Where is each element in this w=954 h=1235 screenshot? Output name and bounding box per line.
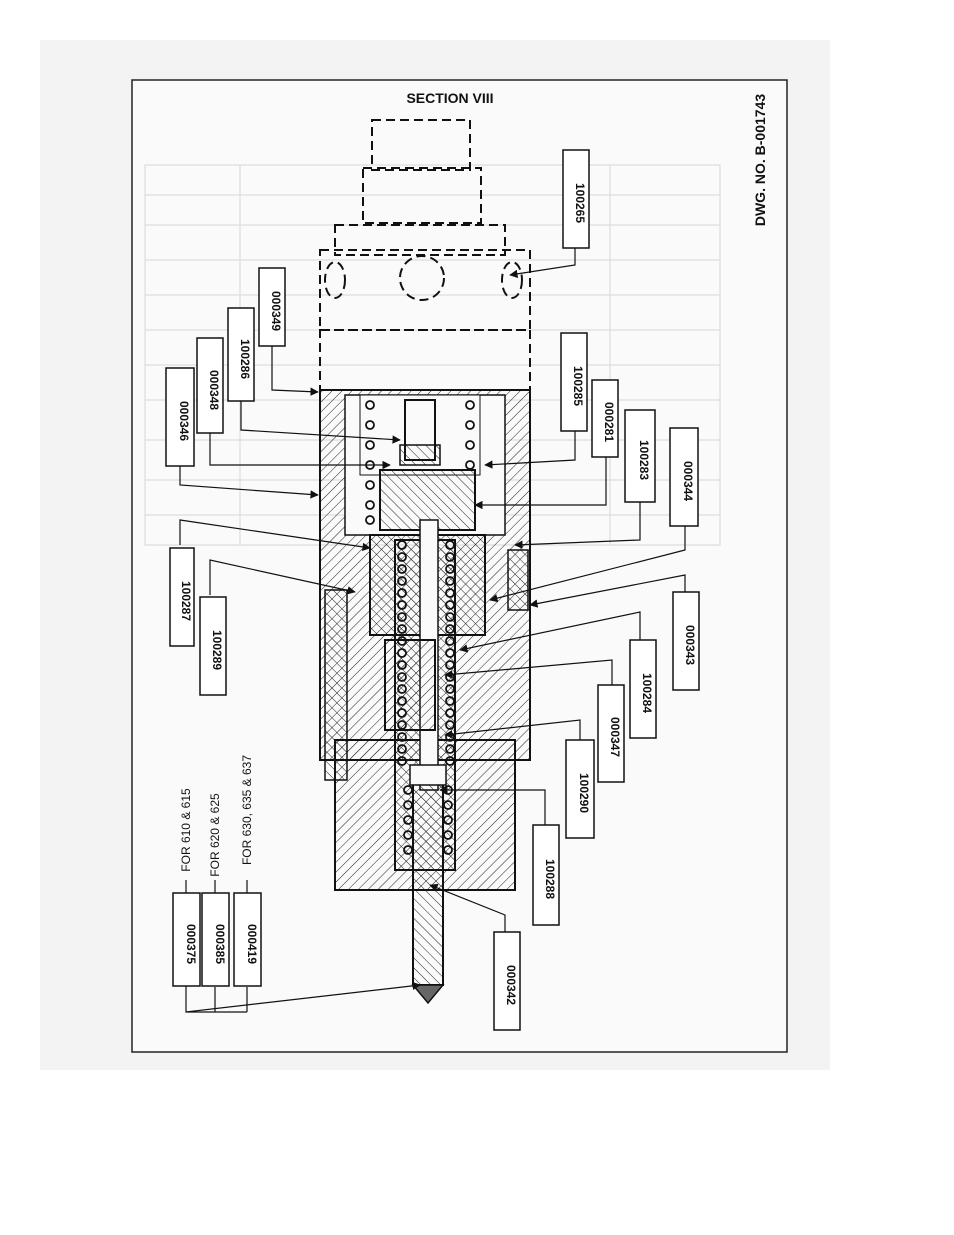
callout-label: 100265 bbox=[573, 183, 587, 223]
callout-100284: 100284 bbox=[629, 639, 657, 739]
callout-000281: 000281 bbox=[591, 379, 619, 458]
model-note-630-635-637: FOR 630, 635 & 637 bbox=[240, 755, 254, 865]
callout-label: 000385 bbox=[213, 924, 227, 964]
model-note-610-615: FOR 610 & 615 bbox=[179, 788, 193, 872]
callout-000349: 000349 bbox=[258, 267, 286, 347]
callout-label: 000419 bbox=[245, 924, 259, 964]
callout-100287: 100287 bbox=[169, 547, 195, 647]
callout-label: 100285 bbox=[571, 366, 585, 406]
model-note-620-625: FOR 620 & 625 bbox=[208, 793, 222, 877]
callout-100290: 100290 bbox=[565, 739, 595, 839]
callout-000342: 000342 bbox=[493, 931, 521, 1031]
tool-cross-section bbox=[319, 389, 531, 1005]
callout-label: 100290 bbox=[577, 773, 591, 813]
callout-label: 100283 bbox=[637, 440, 651, 480]
callout-label: 000343 bbox=[683, 625, 697, 665]
callout-label: 100286 bbox=[238, 339, 252, 379]
section-title: SECTION VIII bbox=[406, 90, 493, 106]
callout-000344: 000344 bbox=[669, 427, 699, 527]
callout-100283: 100283 bbox=[624, 409, 656, 503]
callout-label: 100287 bbox=[179, 581, 193, 621]
callout-000348: 000348 bbox=[196, 337, 224, 434]
motor-housing-dashed bbox=[319, 119, 531, 391]
callout-label: 100289 bbox=[210, 630, 224, 670]
callout-000419: 000419 bbox=[233, 892, 262, 987]
callout-label: 000344 bbox=[681, 461, 695, 501]
callout-000347: 000347 bbox=[597, 684, 625, 783]
callout-label: 000347 bbox=[608, 717, 622, 757]
spring-coils bbox=[365, 400, 475, 855]
callout-100289: 100289 bbox=[199, 596, 227, 696]
callout-label: 000346 bbox=[177, 401, 191, 441]
callout-label: 000281 bbox=[602, 402, 616, 442]
callout-label: 100284 bbox=[640, 673, 654, 713]
callout-000385: 000385 bbox=[201, 892, 230, 987]
callout-100265: 100265 bbox=[562, 149, 590, 249]
callout-000343: 000343 bbox=[672, 591, 700, 691]
callout-label: 100288 bbox=[543, 859, 557, 899]
callout-100288: 100288 bbox=[532, 824, 560, 926]
callout-000375: 000375 bbox=[172, 892, 201, 987]
callout-100285: 100285 bbox=[560, 332, 588, 432]
callout-label: 000375 bbox=[184, 924, 198, 964]
callout-label: 000342 bbox=[504, 965, 518, 1005]
callout-100286: 100286 bbox=[227, 307, 255, 402]
leader-lines bbox=[179, 248, 686, 1013]
callout-label: 000348 bbox=[207, 370, 221, 410]
callout-000346: 000346 bbox=[165, 367, 195, 467]
callout-label: 000349 bbox=[269, 291, 283, 331]
drawing-number: DWG. NO. B-001743 bbox=[752, 94, 768, 226]
